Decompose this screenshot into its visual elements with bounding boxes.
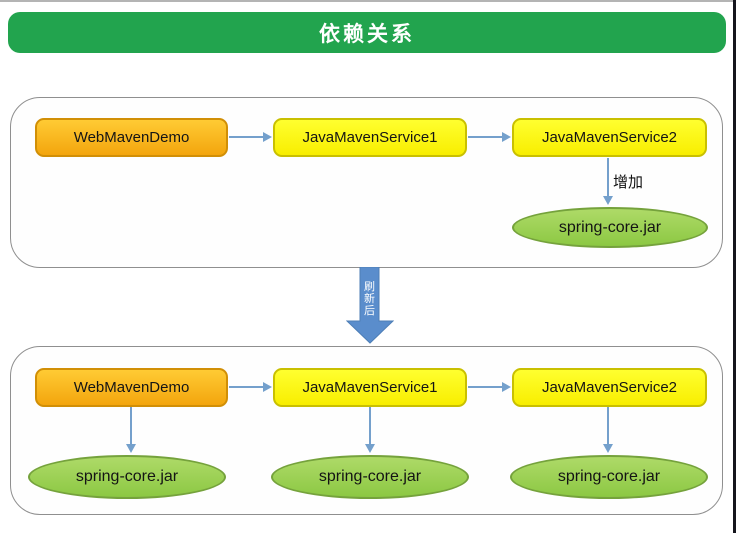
node-javamavenservice2-before: JavaMavenService2 (512, 118, 707, 157)
node-webmavendemo-after: WebMavenDemo (35, 368, 228, 407)
arrowhead-right-icon (263, 382, 272, 392)
arrowhead-down-icon (603, 444, 613, 453)
jar-ellipse-after-1: spring-core.jar (28, 455, 226, 499)
add-edge-label: 增加 (613, 174, 644, 191)
title-banner: 依赖关系 (8, 12, 726, 53)
arrowhead-right-icon (263, 132, 272, 142)
arrow-service2-to-jar-after (607, 407, 609, 444)
node-javamavenservice2-after: JavaMavenService2 (512, 368, 707, 407)
arrowhead-down-icon (365, 444, 375, 453)
arrowhead-right-icon (502, 132, 511, 142)
arrow-demo-to-jar-after (130, 407, 132, 444)
refresh-arrow (346, 267, 394, 344)
arrowhead-down-icon (126, 444, 136, 453)
arrowhead-right-icon (502, 382, 511, 392)
jar-ellipse-after-3: spring-core.jar (510, 455, 708, 499)
node-javamavenservice1-after: JavaMavenService1 (273, 368, 467, 407)
node-webmavendemo-before: WebMavenDemo (35, 118, 228, 157)
refresh-arrow-label: 刷新后 (364, 281, 375, 317)
jar-ellipse-after-2: spring-core.jar (271, 455, 469, 499)
node-javamavenservice1-before: JavaMavenService1 (273, 118, 467, 157)
jar-ellipse-before: spring-core.jar (512, 207, 708, 248)
arrow-service1-to-service2-after (468, 386, 502, 388)
arrow-service1-to-service2-before (468, 136, 502, 138)
arrow-service2-to-jar-before (607, 158, 609, 196)
arrowhead-down-icon (603, 196, 613, 205)
arrow-demo-to-service1-after (229, 386, 263, 388)
page-title: 依赖关系 (319, 22, 415, 46)
screenshot-right-border (733, 0, 736, 533)
screenshot-top-border (0, 0, 736, 2)
arrow-demo-to-service1-before (229, 136, 263, 138)
arrow-service1-to-jar-after (369, 407, 371, 444)
